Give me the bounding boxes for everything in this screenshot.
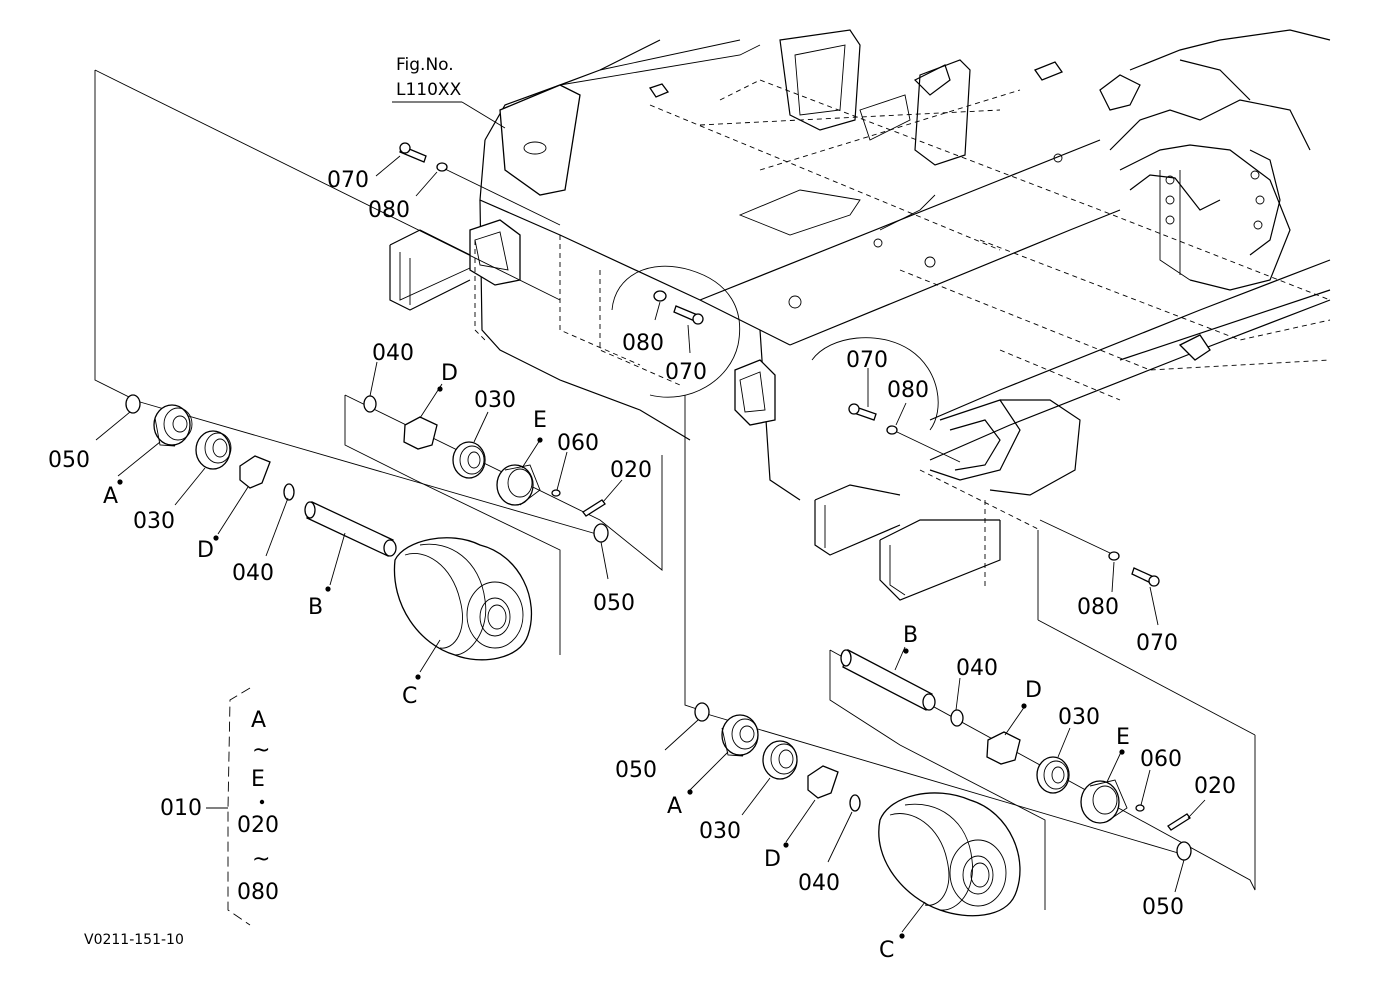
bearing-030-upper-right (452, 441, 486, 479)
bushing-D-lower-left (807, 765, 839, 799)
roller-C-lower (878, 792, 1021, 917)
oring-040-lower-left (849, 794, 861, 812)
callout-D: D (197, 538, 214, 563)
range-tilde-2: ~ (252, 847, 270, 872)
callout-C: C (402, 684, 417, 709)
bearing-030-lower-right (1036, 756, 1070, 794)
callout-labels: 070 080 080 070 070 080 080 070 050 A 03… (48, 168, 1236, 963)
roller-C-upper (393, 537, 533, 661)
nut-060-lower (1135, 804, 1145, 812)
callout-040: 040 (956, 656, 998, 681)
callout-080: 080 (887, 378, 929, 403)
snap-ring-050-lower-left (694, 702, 710, 722)
callout-070: 070 (665, 360, 707, 385)
callout-080: 080 (368, 198, 410, 223)
snap-ring-050-upper-right (593, 523, 609, 543)
pin-020-lower (1167, 813, 1191, 831)
seal-A-lower (721, 714, 759, 757)
assembly-number: 010 (160, 796, 202, 821)
callout-060: 060 (557, 431, 599, 456)
nut-060-upper (551, 489, 561, 497)
callout-C: C (879, 938, 894, 963)
callout-030: 030 (1058, 705, 1100, 730)
callout-A: A (103, 484, 118, 509)
callout-030: 030 (474, 388, 516, 413)
range-end: 080 (237, 880, 279, 905)
callout-050: 050 (48, 448, 90, 473)
callout-080: 080 (1077, 595, 1119, 620)
figure-reference: Fig.No. L110XX (392, 55, 506, 129)
callout-D: D (1025, 678, 1042, 703)
seal-A-upper (153, 404, 193, 447)
callout-030: 030 (133, 509, 175, 534)
snap-ring-050-upper-left (125, 394, 141, 414)
callout-020: 020 (1194, 774, 1236, 799)
callout-D: D (764, 847, 781, 872)
callout-030: 030 (699, 819, 741, 844)
callout-E: E (1116, 725, 1130, 750)
callout-080: 080 (622, 331, 664, 356)
bearing-030-upper-left (195, 430, 232, 470)
bearing-030-lower-left (762, 740, 798, 780)
range-mid: E (251, 767, 265, 792)
range-mid-part: 020 (237, 813, 279, 838)
bushing-D-upper-right (403, 416, 438, 450)
callout-050: 050 (593, 591, 635, 616)
figure-number-label: Fig.No. (396, 55, 454, 75)
callout-060: 060 (1140, 747, 1182, 772)
oring-040-upper-left (283, 483, 295, 501)
callout-E: E (533, 408, 547, 433)
seal-E-upper (496, 464, 541, 506)
callout-050: 050 (1142, 895, 1184, 920)
frame-bolts (375, 142, 1160, 626)
bushing-D-upper-left (239, 455, 271, 489)
range-start: A (251, 708, 266, 733)
callout-A: A (667, 794, 682, 819)
callout-040: 040 (232, 561, 274, 586)
drawing-code: V0211-151-10 (84, 932, 184, 948)
callout-B: B (903, 623, 918, 648)
callout-070: 070 (327, 168, 369, 193)
callout-070: 070 (1136, 631, 1178, 656)
shaft-B-lower (840, 649, 936, 711)
oring-040-lower-right (950, 709, 964, 727)
upper-roller-assembly (94, 69, 663, 680)
callout-070: 070 (846, 348, 888, 373)
range-tilde-1: ~ (252, 738, 270, 763)
seal-E-lower (1080, 779, 1128, 824)
snap-ring-050-lower-right (1176, 841, 1192, 861)
bushing-D-lower-right (986, 731, 1021, 765)
figure-number-value: L110XX (396, 80, 462, 100)
callout-D: D (441, 361, 458, 386)
assembly-legend: 010 A ~ E 020 ~ 080 (160, 687, 279, 926)
oring-040-upper-right (363, 395, 377, 413)
callout-050: 050 (615, 758, 657, 783)
callout-B: B (308, 595, 323, 620)
callout-040: 040 (798, 871, 840, 896)
pin-020-upper (582, 499, 606, 517)
shaft-B-upper (304, 501, 397, 557)
lower-roller-assembly (664, 395, 1256, 939)
callout-020: 020 (610, 458, 652, 483)
callout-040: 040 (372, 341, 414, 366)
track-frame (389, 29, 1331, 601)
